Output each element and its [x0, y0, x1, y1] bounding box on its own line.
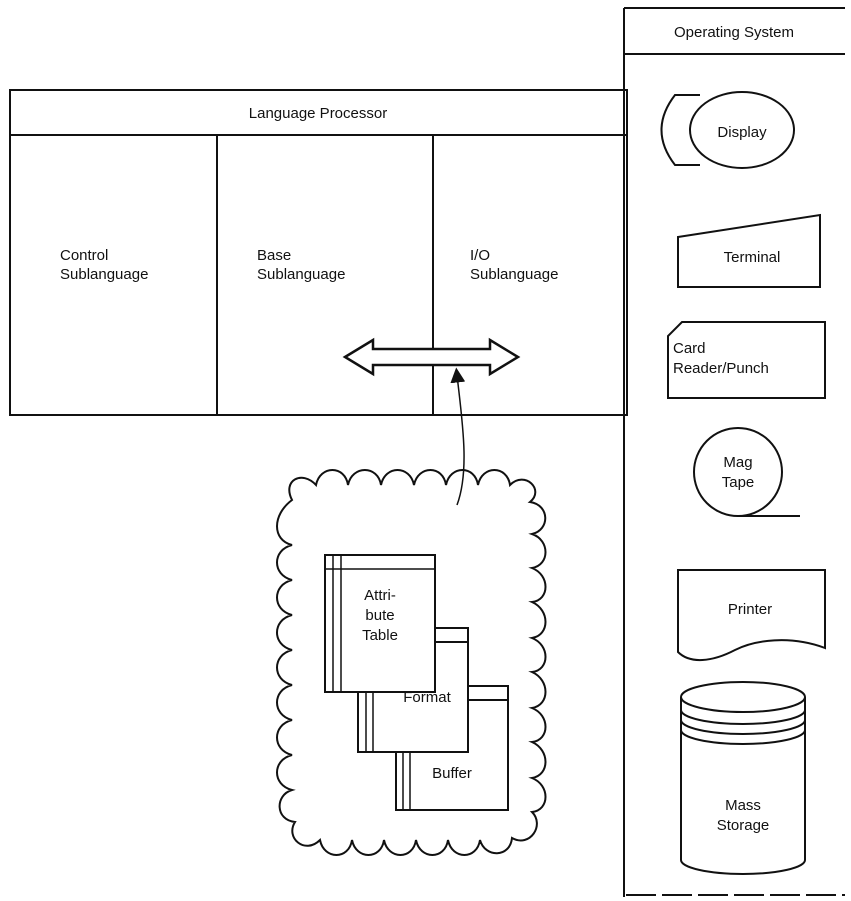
display-label: Display — [717, 124, 767, 141]
card-reader-line2: Reader/Punch — [673, 360, 769, 377]
mass-storage-line1: Mass — [725, 797, 761, 814]
io-sublanguage-line1: I/O — [470, 247, 490, 264]
attribute-table-card: Attri- bute Table — [324, 554, 436, 693]
mag-tape-line1: Mag — [723, 454, 752, 471]
attribute-table-line3: Table — [362, 627, 398, 644]
printer-label: Printer — [728, 601, 772, 618]
io-sublanguage-section: I/O Sublanguage — [470, 247, 558, 283]
double-arrow-icon — [342, 337, 521, 377]
data-cloud: Buffer Format Attri- bute Table — [276, 469, 547, 856]
card-reader-punch-device: Card Reader/Punch — [667, 321, 826, 399]
buffer-label: Buffer — [432, 765, 472, 782]
control-sublanguage-section: Control Sublanguage — [60, 247, 148, 283]
card-reader-line1: Card — [673, 340, 706, 357]
cloud-connector-arrow — [450, 367, 466, 506]
mass-storage-device: Mass Storage — [680, 681, 806, 875]
language-processor-title: Language Processor — [249, 105, 387, 122]
terminal-device: Terminal — [677, 213, 821, 288]
mass-storage-line2: Storage — [717, 817, 770, 834]
mag-tape-line2: Tape — [722, 474, 755, 491]
control-sublanguage-line2: Sublanguage — [60, 266, 148, 283]
terminal-label: Terminal — [724, 249, 781, 266]
operating-system-panel: Operating System Display Terminal Card R… — [623, 7, 845, 897]
control-sublanguage-line1: Control — [60, 247, 108, 264]
format-label: Format — [403, 689, 451, 706]
printer-device: Printer — [677, 569, 826, 662]
base-sublanguage-section: Base Sublanguage — [257, 247, 345, 283]
mag-tape-device: Mag Tape — [693, 427, 800, 517]
display-device: Display — [660, 91, 795, 169]
language-processor-box: Language Processor Control Sublanguage B… — [9, 89, 628, 416]
operating-system-title: Operating System — [674, 24, 794, 41]
attribute-table-line2: bute — [365, 607, 394, 624]
io-sublanguage-line2: Sublanguage — [470, 266, 558, 283]
base-sublanguage-line2: Sublanguage — [257, 266, 345, 283]
attribute-table-line1: Attri- — [364, 587, 396, 604]
base-sublanguage-line1: Base — [257, 247, 291, 264]
